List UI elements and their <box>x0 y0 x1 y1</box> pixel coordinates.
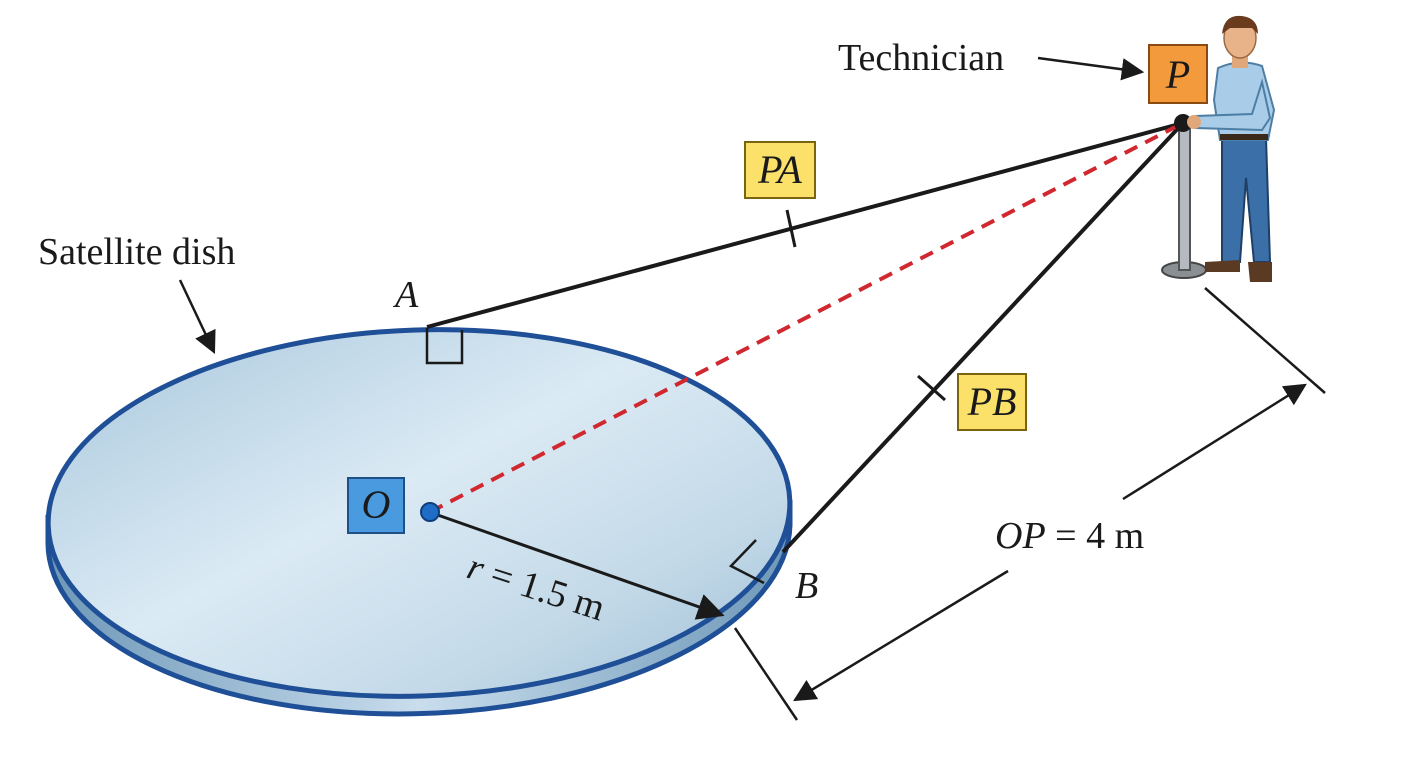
tick-mark-pa <box>785 209 797 248</box>
tangent-line-pa <box>426 121 1184 329</box>
label-a: A <box>392 274 419 316</box>
technician-figure <box>1161 15 1276 282</box>
technician-hair <box>1222 15 1258 34</box>
radius-arrow <box>431 511 725 620</box>
center-dot <box>420 502 440 522</box>
technician-legs <box>1221 137 1272 263</box>
technician-belt <box>1220 134 1268 140</box>
technician-shoe-right <box>1248 262 1272 282</box>
label-box-pb: PB <box>957 373 1027 431</box>
label-pb: PB <box>967 379 1017 424</box>
dimension-arrow-upper <box>1122 383 1307 501</box>
technician-hand <box>1187 115 1201 129</box>
technician-label: Technician <box>838 37 1004 79</box>
satellite-dish <box>45 327 793 717</box>
satellite-dish-arrow <box>178 279 216 355</box>
distance-op-var: OP <box>995 515 1046 557</box>
distance-op-value: = 4 m <box>1046 515 1145 557</box>
label-box-o: O <box>347 477 405 534</box>
label-o: O <box>362 482 391 527</box>
distance-op-label: OP = 4 m <box>995 515 1144 557</box>
label-p: P <box>1165 52 1190 97</box>
dimension-op <box>733 287 1326 721</box>
extension-line-left <box>733 627 799 721</box>
label-pa: PA <box>757 147 802 192</box>
label-box-pa: PA <box>744 141 816 199</box>
satellite-dish-label: Satellite dish <box>38 231 235 273</box>
technician-arrow <box>1037 56 1145 81</box>
pole-top-point <box>1174 114 1192 132</box>
stand-pole <box>1178 127 1191 271</box>
extension-line-right <box>1204 287 1326 394</box>
dashed-line-op <box>429 121 1184 514</box>
right-angle-marker-a <box>425 328 464 365</box>
technician-shoe-left <box>1205 260 1240 272</box>
label-box-p: P <box>1148 44 1208 104</box>
label-b: B <box>795 565 818 607</box>
right-angle-marker-b <box>728 539 765 585</box>
dimension-arrow-lower <box>793 569 1009 702</box>
tangent-line-pb <box>781 121 1185 554</box>
tick-mark-pb <box>917 374 946 402</box>
